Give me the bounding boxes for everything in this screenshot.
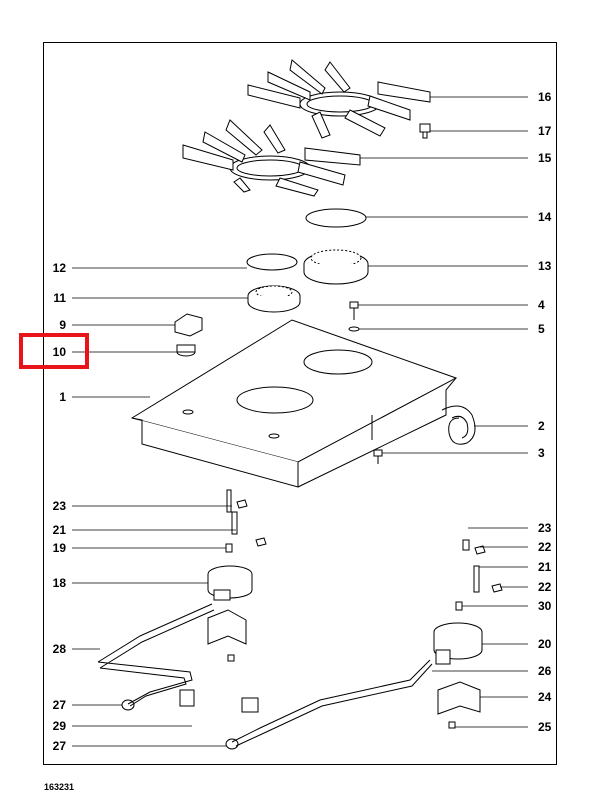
bracket-left xyxy=(207,609,247,662)
cable-coil-2 xyxy=(441,405,476,445)
pan-support-lower xyxy=(182,119,361,197)
diagram-frame xyxy=(43,42,557,765)
burner-head-small xyxy=(247,285,301,313)
callout-3: 3 xyxy=(538,446,545,460)
callout-12: 12 xyxy=(52,261,66,275)
thermocouple-left xyxy=(225,489,267,553)
gas-pipe-28 xyxy=(97,603,215,707)
callout-23b: 23 xyxy=(538,521,552,535)
leader-lines xyxy=(72,96,528,747)
callout-13: 13 xyxy=(538,259,552,273)
bezel-10 xyxy=(176,344,196,357)
callout-4: 4 xyxy=(538,298,545,312)
screw-17 xyxy=(419,123,431,139)
callout-11: 11 xyxy=(53,291,66,305)
seal-27b xyxy=(225,738,239,750)
burner-cap-small xyxy=(246,253,298,271)
washer-5 xyxy=(348,326,360,332)
highlight-box xyxy=(19,333,89,369)
callout-16: 16 xyxy=(538,90,552,104)
callout-21b: 21 xyxy=(538,560,552,574)
hob-plate xyxy=(130,319,458,488)
thermocouple-right xyxy=(455,539,503,611)
callout-17: 17 xyxy=(538,124,552,138)
knob-9 xyxy=(174,313,203,337)
callout-18: 18 xyxy=(52,576,66,590)
callout-14: 14 xyxy=(538,210,552,224)
callout-20: 20 xyxy=(538,637,552,651)
callout-10: 10 xyxy=(52,345,66,359)
callout-28: 28 xyxy=(52,642,66,656)
burner-body-20 xyxy=(433,622,483,665)
callout-19: 19 xyxy=(52,541,66,555)
burner-head-large xyxy=(303,249,369,285)
screw-3 xyxy=(373,449,383,464)
bracket-right xyxy=(437,681,481,729)
callout-25: 25 xyxy=(538,720,552,734)
callout-27a: 27 xyxy=(52,698,66,712)
callout-22b: 22 xyxy=(538,580,552,594)
callout-9: 9 xyxy=(59,318,66,332)
callout-1: 1 xyxy=(59,390,66,404)
callout-29: 29 xyxy=(52,719,66,733)
callout-21a: 21 xyxy=(52,523,66,537)
callout-23a: 23 xyxy=(52,499,66,513)
callout-5: 5 xyxy=(538,322,545,336)
callout-2: 2 xyxy=(538,419,545,433)
screw-4 xyxy=(349,301,359,320)
callout-15: 15 xyxy=(538,151,552,165)
callout-22a: 22 xyxy=(538,540,552,554)
burner-body-18 xyxy=(207,565,253,601)
callout-24: 24 xyxy=(538,690,552,704)
pan-support-upper xyxy=(247,59,431,139)
document-id: 163231 xyxy=(44,782,75,792)
callout-30: 30 xyxy=(538,599,552,613)
gas-pipe-26 xyxy=(231,659,433,747)
burner-cap-large xyxy=(305,208,367,228)
callout-26: 26 xyxy=(538,664,552,678)
callout-27b: 27 xyxy=(52,739,66,753)
clips-29 xyxy=(179,689,259,713)
